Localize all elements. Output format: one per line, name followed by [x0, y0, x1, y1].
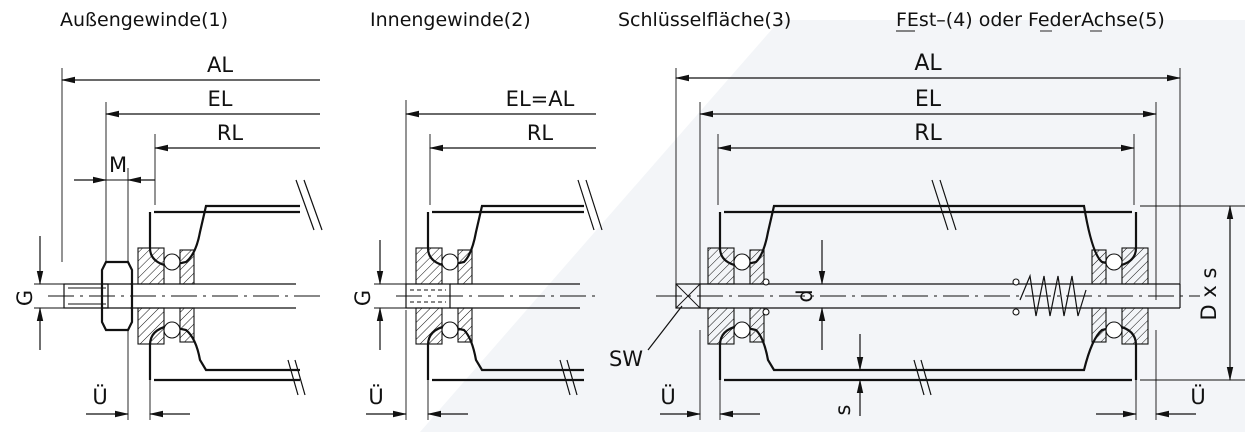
- label-ue-3-right: Ü: [1190, 384, 1205, 409]
- view-aussengewinde: [34, 68, 323, 420]
- background-wedge: [420, 20, 1245, 432]
- label-m: M: [109, 153, 127, 177]
- label-g-1: G: [13, 290, 37, 306]
- label-ue-1: Ü: [92, 384, 107, 409]
- header-fest-federachse: FEst–(4) oder FederAchse(5): [896, 9, 1165, 31]
- label-ue-2: Ü: [368, 384, 383, 409]
- view-schluesselflaeche: [647, 68, 1245, 420]
- label-rl-3: RL: [914, 121, 942, 146]
- label-rl-2: RL: [527, 121, 554, 145]
- label-s: s: [831, 405, 855, 416]
- label-d-x-s: D x s: [1197, 268, 1221, 321]
- label-d: d: [793, 289, 817, 302]
- header-innengewinde: Innengewinde(2): [370, 9, 531, 31]
- label-rl-1: RL: [217, 121, 244, 145]
- label-sw: SW: [609, 347, 643, 371]
- label-g-2: G: [351, 290, 375, 306]
- header-schluesselflaeche: Schlüsselfläche(3): [618, 9, 791, 31]
- label-el-al-2: EL=AL: [506, 87, 575, 111]
- label-al-1: AL: [207, 53, 233, 77]
- header-aussengewinde: Außengewinde(1): [60, 9, 228, 31]
- label-al-3: AL: [914, 51, 942, 76]
- label-ue-3-left: Ü: [660, 384, 675, 409]
- label-el-1: EL: [208, 87, 233, 111]
- label-el-3: EL: [915, 87, 942, 112]
- view-innengewinde: [366, 100, 603, 420]
